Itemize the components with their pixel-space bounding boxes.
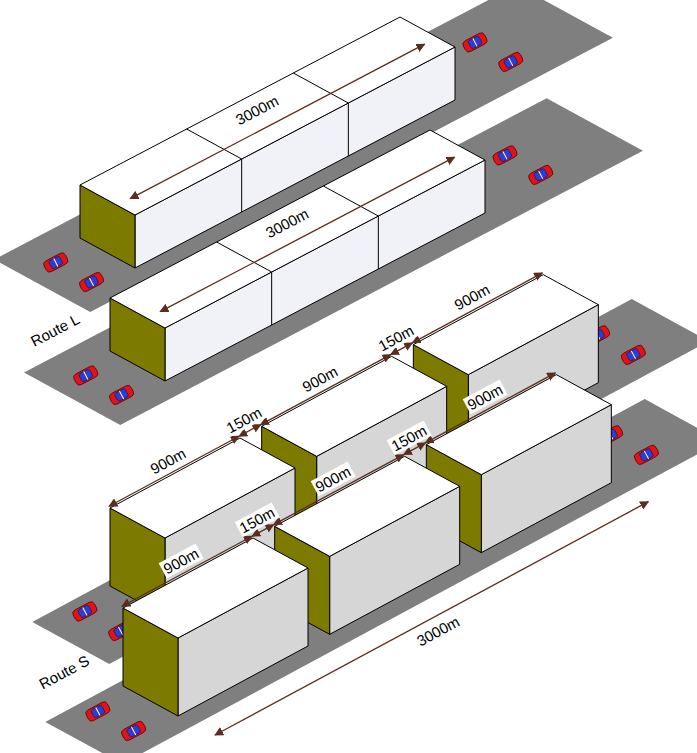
car: [497, 51, 524, 73]
dimension-arrow: [122, 536, 252, 606]
block-roof: [110, 438, 295, 538]
block-roof: [262, 356, 447, 456]
car: [620, 344, 647, 366]
car: [42, 252, 69, 274]
dimension-arrow: [130, 44, 424, 199]
block-division: [187, 129, 242, 212]
car: [78, 271, 105, 293]
block-division: [323, 186, 378, 269]
dimension-arrow: [261, 355, 391, 425]
block-roof: [275, 456, 460, 556]
route-label: Route S: [34, 651, 93, 694]
road: [32, 299, 697, 664]
dimension-arrow: [412, 273, 542, 343]
car: [527, 164, 554, 186]
block-division: [217, 242, 272, 325]
dimension-arrows: [109, 44, 648, 735]
car: [72, 365, 99, 387]
block-roof: [110, 130, 485, 328]
car: [120, 720, 147, 742]
car: [492, 145, 519, 167]
car: [84, 700, 111, 722]
block-roof: [413, 275, 598, 375]
car: [108, 384, 135, 406]
route-label: Route L: [26, 309, 84, 350]
dimension-label: 3000m: [412, 611, 464, 650]
block-roof: [426, 375, 611, 475]
block-roof: [123, 538, 308, 638]
car: [462, 32, 489, 54]
block-division: [293, 73, 348, 156]
dimension-arrow: [425, 373, 555, 443]
dimension-label: 150m: [374, 321, 419, 356]
dimension-label: 150m: [222, 402, 267, 437]
dimension-arrow: [160, 157, 454, 312]
dimension-arrow: [215, 502, 648, 735]
dimension-arrow: [109, 436, 239, 506]
road: [45, 399, 697, 753]
car: [71, 600, 98, 622]
car: [633, 444, 660, 466]
dimension-arrow: [274, 455, 404, 525]
